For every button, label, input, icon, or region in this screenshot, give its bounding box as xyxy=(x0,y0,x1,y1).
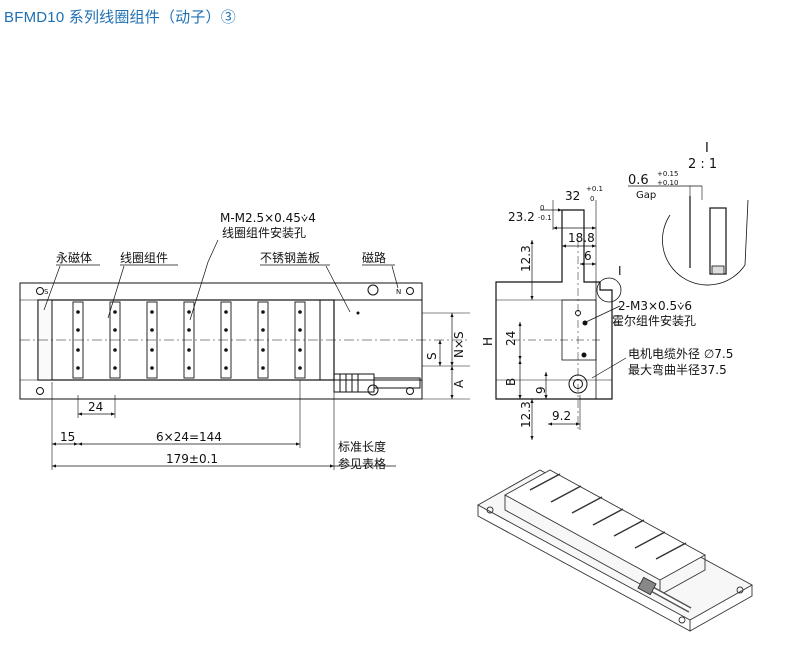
dim-24-side: 24 xyxy=(504,331,518,346)
detail-view xyxy=(628,185,749,286)
tol-32-up: +0.1 xyxy=(586,185,603,193)
gap-label: Gap xyxy=(636,190,656,201)
base-hole xyxy=(36,287,44,295)
dim-NxS: N×S xyxy=(452,331,466,358)
dim-A: A xyxy=(452,379,466,388)
dim-9-2: 9.2 xyxy=(552,409,571,423)
mark-n: N xyxy=(396,288,401,296)
cable-gland xyxy=(333,373,421,393)
dim-6x24: 6×24=144 xyxy=(156,430,222,444)
tol-23-2-up: 0 xyxy=(540,204,544,212)
cable-bend-radius: 最大弯曲半径37.5 xyxy=(628,362,727,377)
std-length-2: 参见表格 xyxy=(338,456,386,471)
label-stainless-cover: 不锈钢盖板 xyxy=(260,251,320,265)
side-view-labels: 23.2 0 -0.1 32 +0.1 0 18.8 6 12.3 24 B 9… xyxy=(504,185,733,428)
base-hole xyxy=(406,387,414,395)
thread-spec: M-M2.5×0.45⩒4 xyxy=(220,211,316,225)
front-view xyxy=(19,239,470,470)
cover-hole xyxy=(367,384,379,396)
thread-desc: 线圈组件安装孔 xyxy=(222,225,306,240)
tol-32-low: 0 xyxy=(590,195,594,203)
detail-scale: 2 : 1 xyxy=(688,157,717,172)
dim-24: 24 xyxy=(88,400,103,414)
dim-32: 32 xyxy=(565,189,580,203)
label-magnet: 永磁体 xyxy=(56,250,92,265)
gap-tol-low: +0.10 xyxy=(657,179,678,187)
detail-view-labels: I 2 : 1 0.6 +0.15 +0.10 Gap xyxy=(628,141,717,201)
dim-6: 6 xyxy=(584,249,592,263)
std-length-1: 标准长度 xyxy=(338,439,386,454)
detail-mark: I xyxy=(618,264,622,278)
dim-18-8: 18.8 xyxy=(568,231,595,245)
dim-12-3-top: 12.3 xyxy=(519,245,533,272)
screw-spec: 2-M3×0.5⩒6 xyxy=(618,299,692,313)
label-magnetic-path: 磁路 xyxy=(362,250,386,265)
side-view xyxy=(495,200,627,440)
dim-15: 15 xyxy=(60,430,75,444)
cover-hole xyxy=(367,284,379,296)
gap-tol-up: +0.15 xyxy=(657,170,678,178)
base-hole xyxy=(36,387,44,395)
isometric-view xyxy=(477,469,753,632)
dim-179: 179±0.1 xyxy=(166,452,218,466)
cable-diameter: 电机电缆外径 ∅7.5 xyxy=(628,347,733,361)
detail-mark-label: I xyxy=(705,141,709,156)
dim-B: B xyxy=(504,378,518,386)
gap-value: 0.6 xyxy=(628,173,649,188)
base-hole xyxy=(406,287,414,295)
dim-9: 9 xyxy=(534,386,548,394)
dim-23-2: 23.2 xyxy=(508,210,535,224)
mounting-holes xyxy=(76,310,360,370)
tol-23-2-low: -0.1 xyxy=(538,214,552,222)
dim-12-3-bot: 12.3 xyxy=(519,401,533,428)
dim-S: S xyxy=(425,352,439,360)
dim-H: H xyxy=(481,337,495,346)
front-view-labels: 永磁体 线圈组件 不锈钢盖板 磁路 M-M2.5×0.45⩒4 线圈组件安装孔 … xyxy=(44,211,495,471)
page-title: BFMD10 系列线圈组件（动子）③ xyxy=(4,9,236,26)
screw-desc: 霍尔组件安装孔 xyxy=(612,313,696,328)
label-coil-assembly: 线圈组件 xyxy=(120,251,168,265)
mark-s: S xyxy=(44,288,49,296)
